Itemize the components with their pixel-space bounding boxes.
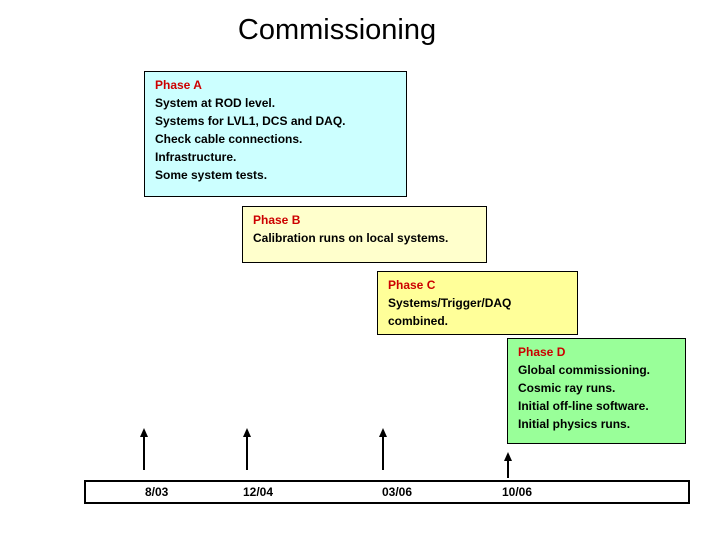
phase-d-line: Global commissioning. <box>518 363 651 377</box>
slide-title: Commissioning <box>237 14 437 46</box>
arrow-stem <box>142 437 145 470</box>
phase-a-line: Some system tests. <box>155 168 268 182</box>
phase-d-line: Initial off-line software. <box>518 399 649 413</box>
phase-a-line: System at ROD level. <box>155 96 276 110</box>
phase-a-label: Phase A <box>155 78 202 92</box>
timeline-arrow-8-03 <box>139 428 148 470</box>
arrow-up-icon <box>139 428 148 437</box>
phase-c-line: Systems/Trigger/DAQ <box>388 296 512 310</box>
phase-d-line: Initial physics runs. <box>518 417 631 431</box>
timeline-date: 03/06 <box>382 485 413 499</box>
phase-c-label: Phase C <box>388 278 436 292</box>
phase-d-label: Phase D <box>518 345 566 359</box>
phase-a-box: Phase A System at ROD level. Systems for… <box>144 71 407 197</box>
arrow-stem <box>381 437 384 470</box>
arrow-stem <box>506 461 509 478</box>
phase-b-line: Calibration runs on local systems. <box>253 231 449 245</box>
arrow-stem <box>245 437 248 470</box>
timeline-date: 12/04 <box>243 485 274 499</box>
phase-a-line: Check cable connections. <box>155 132 303 146</box>
phase-b-label: Phase B <box>253 213 301 227</box>
arrow-up-icon <box>378 428 387 437</box>
phase-d-box: Phase D Global commissioning. Cosmic ray… <box>507 338 686 444</box>
arrow-up-icon <box>503 452 512 461</box>
arrow-up-icon <box>242 428 251 437</box>
phase-a-line: Infrastructure. <box>155 150 237 164</box>
phase-d-line: Cosmic ray runs. <box>518 381 616 395</box>
phase-c-box: Phase C Systems/Trigger/DAQ combined. <box>377 271 578 335</box>
timeline-bar: 8/03 12/04 03/06 10/06 <box>84 480 690 504</box>
timeline-arrow-03-06 <box>378 428 387 470</box>
timeline-date: 10/06 <box>502 485 533 499</box>
phase-b-box: Phase B Calibration runs on local system… <box>242 206 487 263</box>
timeline-arrow-10-06 <box>503 452 512 478</box>
timeline-arrow-12-04 <box>242 428 251 470</box>
timeline-date: 8/03 <box>145 485 169 499</box>
phase-a-line: Systems for LVL1, DCS and DAQ. <box>155 114 346 128</box>
phase-c-line: combined. <box>388 314 449 328</box>
